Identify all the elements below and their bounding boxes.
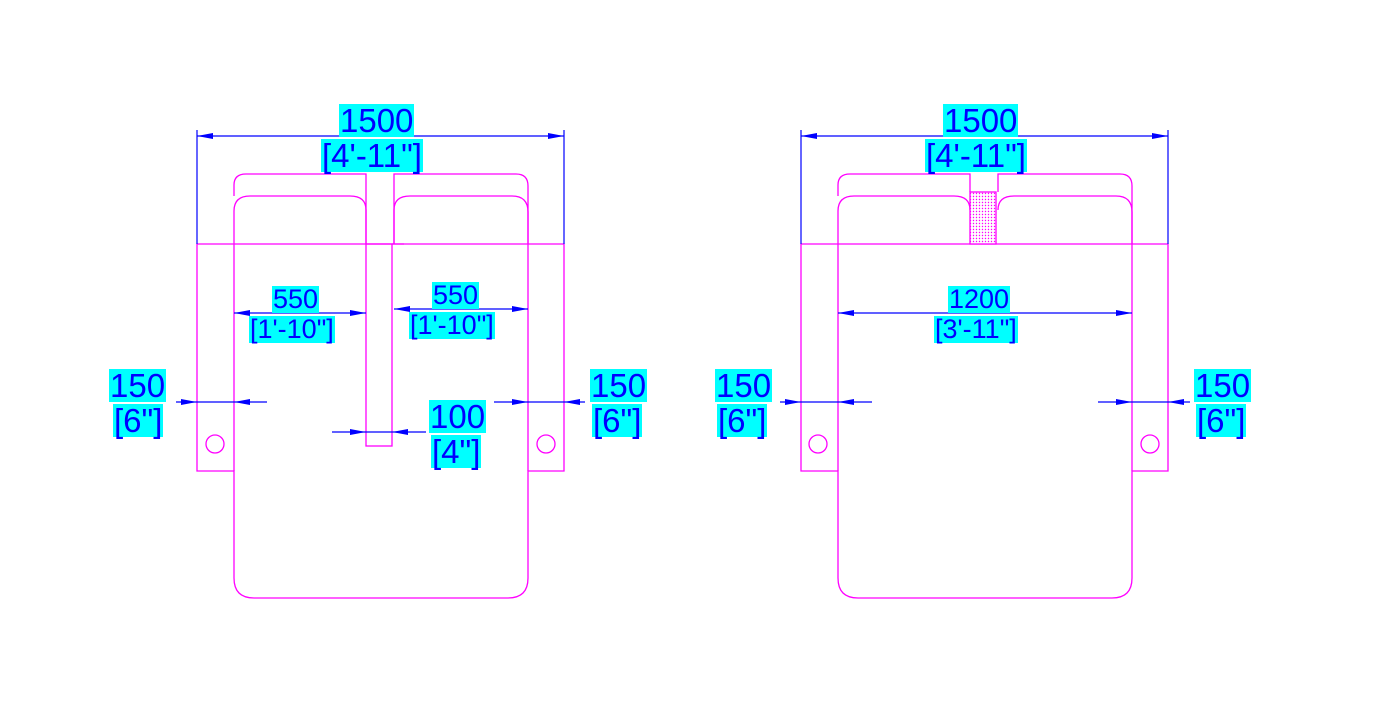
center-divider-width-mm: 100 [429,398,487,435]
left-bay-width-imperial: [1'-10"] [249,314,335,344]
right-view-overall-width-mm: 1500 [943,102,1019,139]
inner-width-imperial: [3'-11"] [934,314,1018,344]
right-view-left-post-imperial: [6"] [717,402,768,439]
left-view-outline [196,173,565,599]
left-bolt-hole-b [536,434,556,454]
right-inner-arch-right [997,195,1133,244]
left-bolt-hole-a [205,434,225,454]
left-post-width-mm: 150 [109,367,167,404]
right-view-overall-width-imperial: [4'-11"] [925,137,1027,174]
right-bolt-hole-b [1140,434,1160,454]
right-post-width-mm: 150 [590,367,648,404]
center-divider-width-imperial: [4"] [431,433,482,470]
right-bolt-hole-a [808,434,828,454]
right-view-right-post-mm: 150 [1194,367,1252,404]
right-view-left-post-mm: 150 [715,367,773,404]
left-overall-width-mm: 1500 [339,102,415,139]
left-body [196,243,565,599]
right-hatched-insert [969,191,997,245]
left-inner-arch-right [393,195,529,244]
right-bay-width-imperial: [1'-10"] [409,310,495,340]
left-overall-width-imperial: [4'-11"] [321,137,423,174]
right-body [800,243,1169,599]
left-bay-width-mm: 550 [272,284,320,314]
left-outer-arch [233,173,529,244]
right-outer-arch [837,173,1133,244]
right-view-outline [800,173,1169,599]
right-inner-arch-left [837,195,971,244]
inner-width-mm: 1200 [948,284,1011,314]
left-inner-arch-left [233,195,367,244]
right-post-width-imperial: [6"] [592,402,643,439]
right-view-right-post-imperial: [6"] [1196,402,1247,439]
right-bay-width-mm: 550 [432,280,480,310]
left-center-divider [365,243,393,447]
left-post-width-imperial: [6"] [113,402,164,439]
